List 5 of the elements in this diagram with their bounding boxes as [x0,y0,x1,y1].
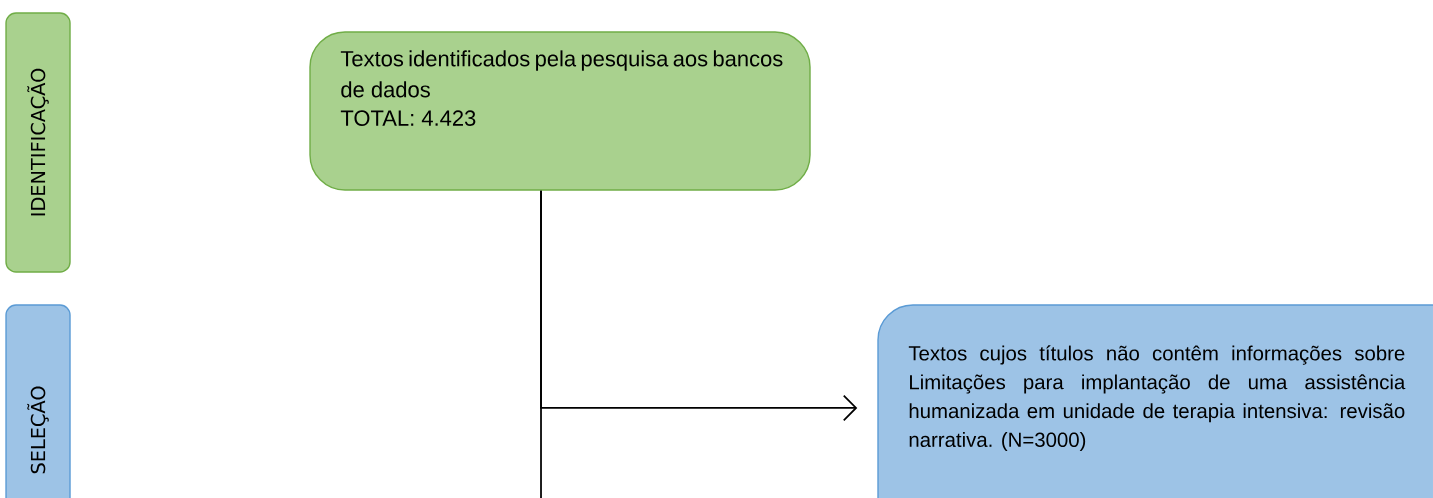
stage-band: IDENTIFICAÇÃO [5,12,71,273]
process-box: Textos cujos títulos não contêm informações sobre Limitações para implantação de uma assistência humanizada em unidade de terapia intensiva: revisão narrativa. (N=3000) [877,304,1433,498]
process-box: Textos identificados pela pesquisa aos bancos de dados TOTAL: 4.423 [309,31,811,191]
connector-line [540,189,542,498]
stage-band: SELEÇÃO [5,304,71,498]
